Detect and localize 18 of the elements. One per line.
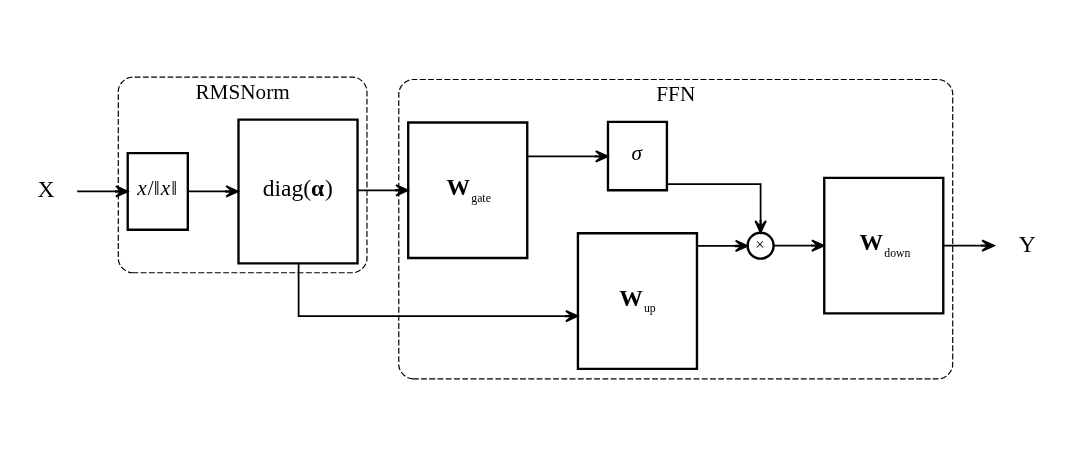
node-box: x/‖x‖ <box>126 152 189 231</box>
arrow <box>186 185 239 198</box>
node-box: σ <box>606 120 669 192</box>
node-box: diag(α) <box>237 118 359 265</box>
node-circle: × <box>746 231 775 260</box>
arrow <box>297 262 579 323</box>
arrow <box>76 185 129 198</box>
node-text: X <box>37 176 55 203</box>
arrow <box>666 183 767 234</box>
node-box: W$_{gate}$ <box>407 121 529 260</box>
arrow <box>526 150 609 163</box>
node-box: W$_{down}$ <box>823 176 945 315</box>
arrow <box>356 184 409 197</box>
node-box: W$_{up}$ <box>576 232 699 370</box>
node-text: Y <box>1018 230 1036 257</box>
arrow <box>772 239 825 252</box>
arrow <box>696 239 749 253</box>
arrow <box>942 239 995 252</box>
